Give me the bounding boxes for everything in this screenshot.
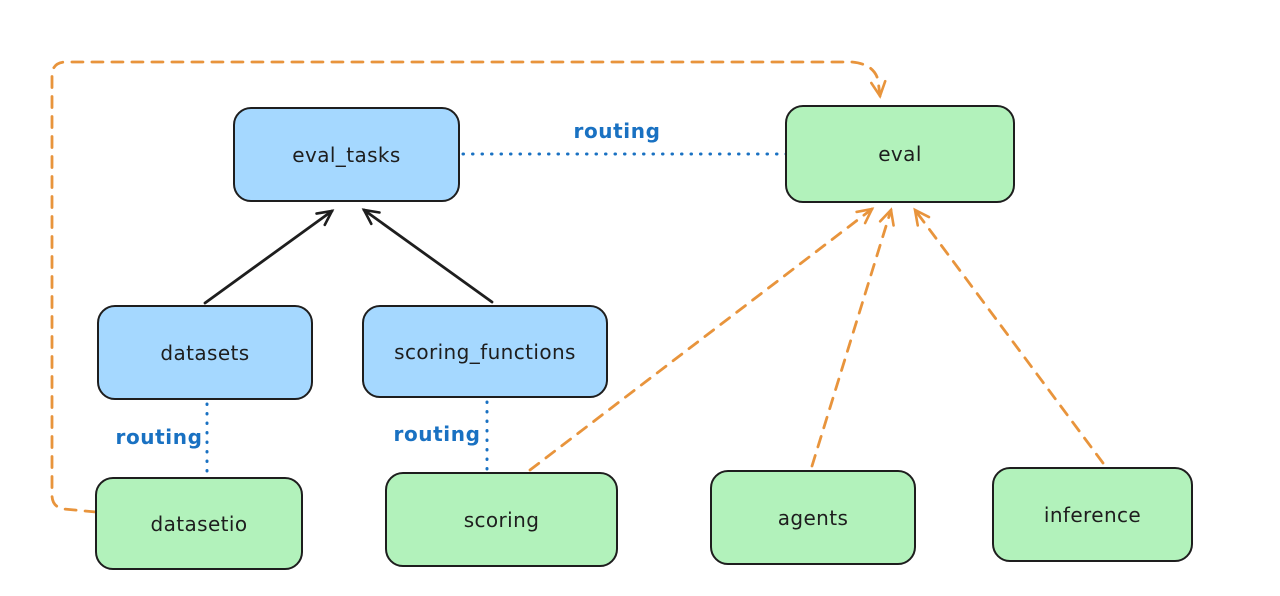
node-datasets-label: datasets: [160, 340, 250, 365]
node-scoring: scoring: [385, 472, 618, 567]
routing-label-scoring-functions-scoring: routing: [393, 422, 481, 446]
node-eval: eval: [785, 105, 1015, 203]
node-inference: inference: [992, 467, 1193, 562]
node-scoring-label: scoring: [463, 507, 540, 532]
node-scoring-functions-label: scoring_functions: [394, 339, 576, 364]
node-scoring-functions: scoring_functions: [362, 305, 608, 398]
edge-inference-to-eval: [913, 207, 1105, 465]
node-inference-label: inference: [1043, 502, 1142, 527]
routing-label-eval-tasks-eval: routing: [573, 119, 661, 143]
node-eval-tasks: eval_tasks: [233, 107, 460, 202]
edge-agents-to-eval: [810, 207, 895, 468]
node-datasets: datasets: [97, 305, 313, 400]
routing-label-datasets-datasetio: routing: [115, 425, 203, 449]
node-eval-label: eval: [878, 142, 922, 166]
node-datasetio: datasetio: [95, 477, 303, 570]
edge-scoring-functions-to-eval-tasks: [361, 208, 494, 304]
node-eval-tasks-label: eval_tasks: [292, 142, 401, 167]
node-agents-label: agents: [777, 505, 849, 530]
node-datasetio-label: datasetio: [150, 511, 248, 536]
edge-datasets-to-eval-tasks: [203, 209, 335, 305]
node-agents: agents: [710, 470, 916, 565]
